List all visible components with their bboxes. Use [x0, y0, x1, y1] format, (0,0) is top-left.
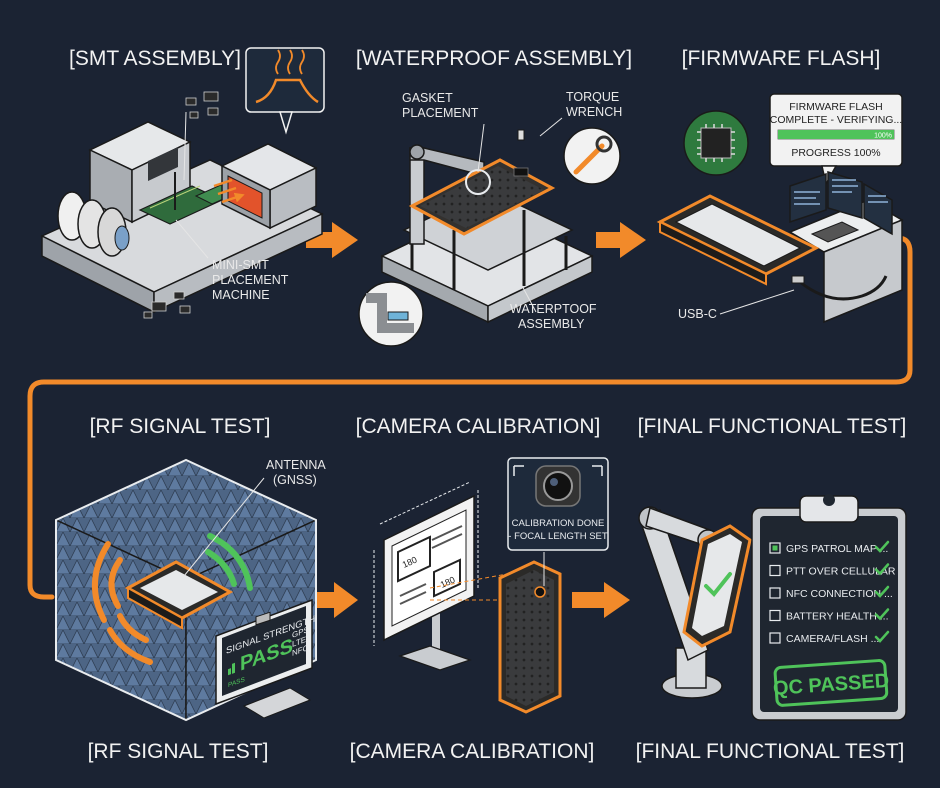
antenna-label-line-1: ANTENNA	[266, 458, 326, 472]
checklist-label: NFC CONNECTION ...	[786, 588, 893, 600]
firmware-status-screen: FIRMWARE FLASH COMPLETE - VERIFYING... 1…	[769, 93, 903, 187]
checklist-item: GPS PATROL MAP ...	[769, 540, 890, 555]
firmware-screen-line-1: FIRMWARE FLASH	[789, 101, 883, 113]
rf-title-bottom: [RF SIGNAL TEST]	[88, 740, 269, 763]
arrow-smt-to-waterproof	[306, 222, 358, 258]
firmware-stage: FIRMWARE FLASH COMPLETE - VERIFYING... 1…	[656, 93, 904, 324]
calibration-callout-line-1: CALIBRATION DONE	[512, 518, 605, 529]
signal-wave-icon	[92, 533, 253, 665]
final-title-top: [FINAL FUNCTIONAL TEST]	[638, 415, 907, 438]
arrow-camera-to-final	[572, 582, 630, 618]
arrow-waterproof-to-firmware	[596, 222, 646, 258]
checklist-item: NFC CONNECTION ...	[769, 585, 893, 600]
reflow-profile-icon	[245, 47, 325, 135]
firmware-title: [FIRMWARE FLASH]	[682, 47, 881, 70]
rf-title-top: [RF SIGNAL TEST]	[90, 415, 271, 438]
rf-stage: ANTENNA (GNSS) SIGNAL STRENGTH PASS GPS …	[54, 458, 326, 722]
firmware-progress-text: 100%	[874, 133, 892, 140]
smt-machine-icon	[40, 121, 324, 314]
smt-stage: MINI-SMT PLACEMENT MACHINE	[40, 47, 325, 319]
chip-component-icon	[143, 91, 219, 319]
press-fixture-icon	[380, 144, 594, 324]
firmware-screen-line-2: COMPLETE - VERIFYING...	[770, 114, 902, 126]
waterproof-title: [WATERPROOF ASSEMBLY]	[356, 47, 632, 70]
firmware-progress-label: PROGRESS 100%	[791, 147, 880, 159]
checkmark-icon	[874, 563, 890, 576]
checklist-item: PTT OVER CELLULAR	[769, 563, 896, 578]
final-title-bottom: [FINAL FUNCTIONAL TEST]	[636, 740, 905, 763]
smt-label-line-1: MINI-SMT	[212, 258, 269, 272]
camera-stage: 180 180 CALIBRATION DONE - FOCAL LENGTH …	[373, 457, 609, 714]
antenna-label-line-2: (GNSS)	[273, 473, 317, 487]
checklist-label: PTT OVER CELLULAR	[786, 566, 896, 578]
gasket-crosssection-icon	[358, 281, 424, 347]
torque-label-line-2: WRENCH	[566, 105, 622, 119]
assembly-label-line-1: WATERPTOOF	[510, 302, 597, 316]
camera-lens-icon: CALIBRATION DONE - FOCAL LENGTH SET	[507, 457, 609, 551]
smt-title: [SMT ASSEMBLY]	[69, 47, 241, 70]
final-stage: GPS PATROL MAP ... PTT OVER CELLULAR NFC C…	[638, 494, 907, 721]
checklist-box	[769, 587, 781, 599]
checklist-item: CAMERA/FLASH ...	[769, 630, 890, 645]
clipboard-icon: GPS PATROL MAP ... PTT OVER CELLULAR NFC C…	[751, 494, 907, 721]
calibration-callout-line-2: - FOCAL LENGTH SET	[508, 531, 608, 542]
checklist-label: CAMERA/FLASH ...	[786, 633, 879, 645]
row-wrap-connector	[27, 235, 913, 600]
torque-label-line-1: TORQUE	[566, 90, 619, 104]
checklist-box	[769, 564, 781, 577]
checklist-box-checked	[772, 545, 778, 551]
usb-cable-icon	[791, 275, 888, 301]
flash-phone-icon	[656, 194, 820, 286]
camera-phone-icon	[498, 560, 562, 714]
flow-connectors	[27, 222, 913, 618]
stage-titles: [SMT ASSEMBLY] [WATERPROOF ASSEMBLY] [FI…	[69, 47, 906, 763]
firmware-progress-bar	[778, 130, 894, 139]
monitor-icon: SIGNAL STRENGTH PASS GPS LTE NFC PASS	[215, 598, 315, 719]
assembly-label-line-2: ASSEMBLY	[518, 317, 585, 331]
smt-label-line-3: MACHINE	[212, 288, 270, 302]
chip-icon	[683, 110, 749, 176]
checklist-item: BATTERY HEALTH ...	[769, 608, 890, 623]
camera-title-bottom: [CAMERA CALIBRATION]	[350, 740, 595, 763]
checkmark-icon	[874, 630, 890, 643]
checklist-box	[769, 632, 781, 644]
checklist-label: GPS PATROL MAP ...	[786, 543, 888, 555]
smt-label-line-2: PLACEMENT	[212, 273, 289, 287]
camera-title-top: [CAMERA CALIBRATION]	[356, 415, 601, 438]
checklist-box	[769, 542, 781, 554]
workstation-icon	[788, 170, 904, 324]
checkmark-icon	[874, 585, 890, 598]
checklist-label: BATTERY HEALTH ...	[786, 611, 889, 623]
gasket-label-line-1: GASKET	[402, 91, 453, 105]
wrench-icon	[517, 127, 621, 185]
arrow-rf-to-camera	[312, 582, 358, 618]
waterproof-stage: GASKET PLACEMENT TORQUE WRENCH WATERPTOO…	[358, 90, 622, 347]
smt-machine-label: MINI-SMT PLACEMENT MACHINE	[212, 258, 289, 302]
checklist-box	[769, 609, 781, 622]
qc-checklist: GPS PATROL MAP ... PTT OVER CELLULAR NFC C…	[769, 540, 896, 645]
rf-phone-icon	[124, 560, 234, 630]
usb-label: USB-C	[678, 307, 717, 321]
checkmark-icon	[874, 608, 890, 621]
checkmark-icon	[874, 540, 890, 553]
final-phone-icon	[682, 524, 752, 648]
gasket-label-line-2: PLACEMENT	[402, 106, 479, 120]
